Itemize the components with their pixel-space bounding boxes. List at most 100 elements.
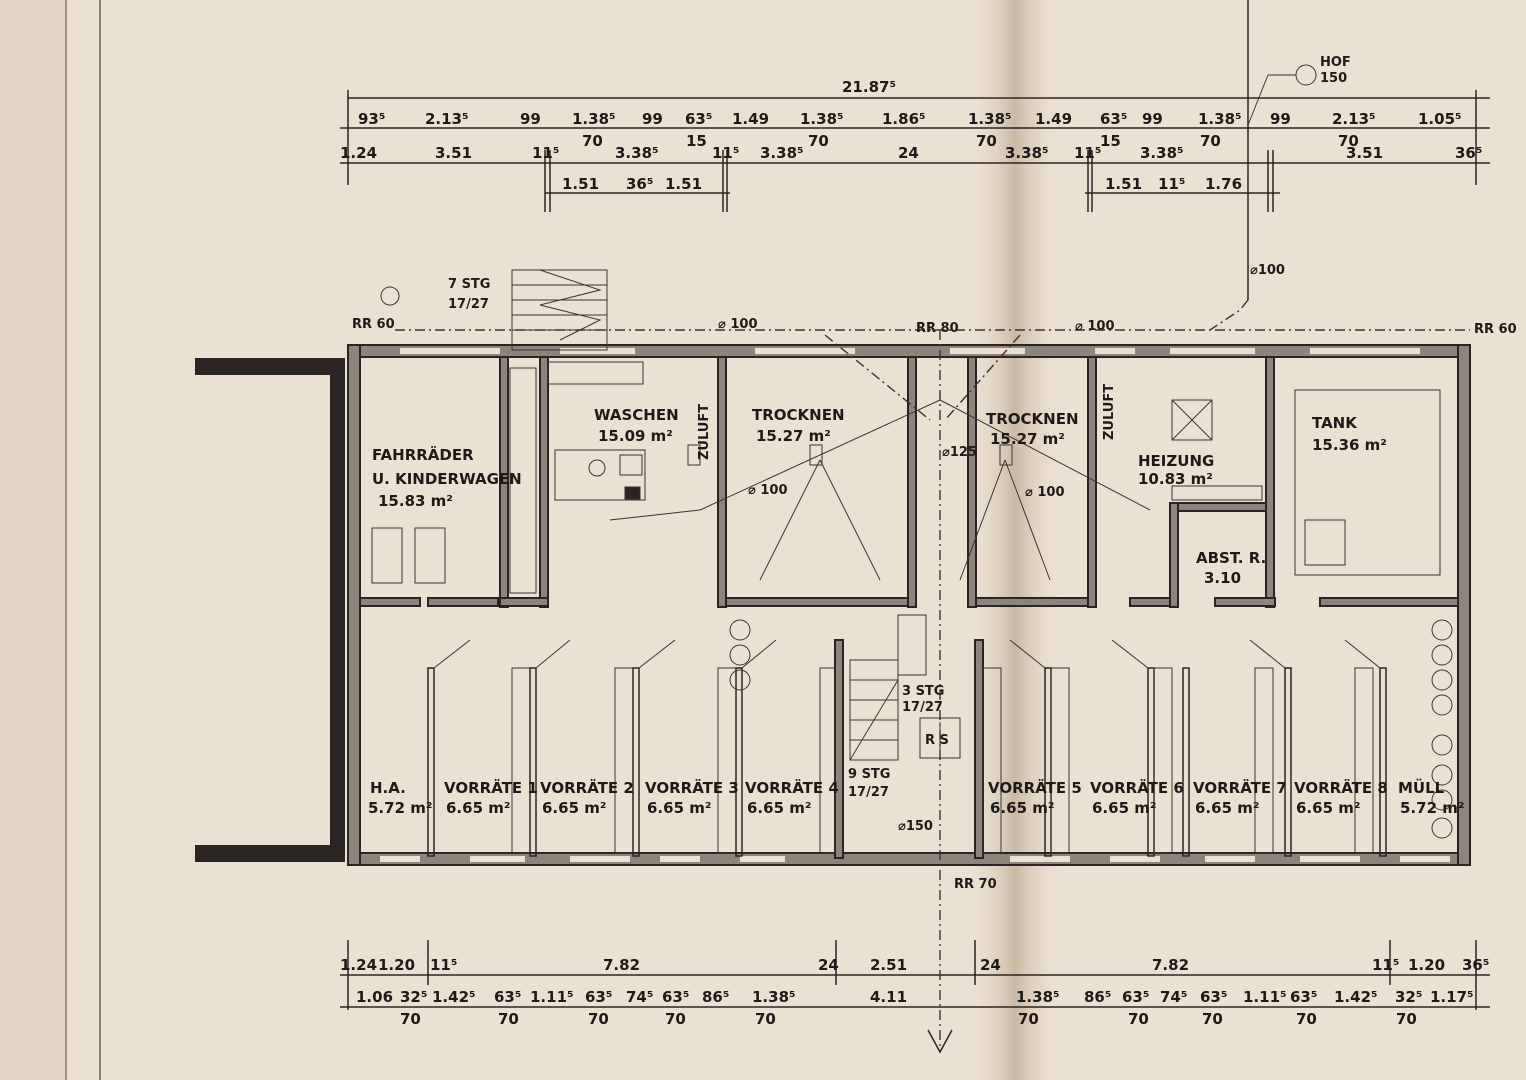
room-name-fahrraeder-2: U. KINDERWAGEN bbox=[372, 470, 522, 488]
stair-low-ratio: 17/27 bbox=[848, 785, 889, 800]
dimension-label: 74⁵ bbox=[1160, 988, 1187, 1006]
dimension-label: 70 bbox=[665, 1010, 686, 1028]
stairs bbox=[511, 269, 961, 761]
dimension-label: 70 bbox=[1396, 1010, 1417, 1028]
dimension-label: 63⁵ bbox=[1122, 988, 1149, 1006]
dimension-label: 63⁵ bbox=[494, 988, 521, 1006]
dimension-label: 70 bbox=[582, 132, 603, 150]
room-area-trocknen-1: 15.27 m² bbox=[756, 427, 831, 445]
dimension-label: 93⁵ bbox=[358, 110, 385, 128]
dimension-label: 11⁵ bbox=[430, 956, 457, 974]
dimension-label: 11⁵ bbox=[1074, 144, 1101, 162]
dimension-label: 86⁵ bbox=[1084, 988, 1111, 1006]
exterior-retaining-wall bbox=[195, 358, 345, 862]
windows bbox=[380, 348, 1450, 862]
dimension-label: 1.38⁵ bbox=[572, 110, 616, 128]
storage-partitions bbox=[427, 639, 1387, 857]
dimension-label: 1.11⁵ bbox=[1243, 988, 1287, 1006]
stair-top-steps: 7 STG bbox=[448, 277, 490, 292]
dimension-label: 70 bbox=[400, 1010, 421, 1028]
dimension-label: 1.42⁵ bbox=[432, 988, 476, 1006]
dimension-label: 36⁵ bbox=[1455, 144, 1482, 162]
room-area-label: 6.65 m² bbox=[747, 799, 811, 817]
pipe-mid: ⌀ 100 bbox=[1075, 319, 1115, 334]
room-area-label: 6.65 m² bbox=[647, 799, 711, 817]
dimension-label: 99 bbox=[1142, 110, 1163, 128]
room-name-label: VORRÄTE 4 bbox=[745, 778, 839, 797]
duct-lines bbox=[395, 299, 1470, 1054]
room-name-label: VORRÄTE 6 bbox=[1090, 778, 1184, 797]
dimension-label: 70 bbox=[498, 1010, 519, 1028]
page-margin bbox=[0, 0, 66, 1080]
hof-label: HOF bbox=[1320, 55, 1351, 70]
dimension-label: 63⁵ bbox=[585, 988, 612, 1006]
dimension-label: 1.86⁵ bbox=[882, 110, 926, 128]
dimension-label: 24 bbox=[898, 144, 919, 162]
dimension-label: 1.49 bbox=[1035, 110, 1072, 128]
zuluft-2: ZULUFT bbox=[1102, 384, 1117, 440]
dimension-label: 1.05⁵ bbox=[1418, 110, 1462, 128]
dimension-label: 36⁵ bbox=[1462, 956, 1489, 974]
dimension-label: 1.38⁵ bbox=[1016, 988, 1060, 1006]
dimension-label: 86⁵ bbox=[702, 988, 729, 1006]
dimension-label: 1.51 bbox=[562, 175, 599, 193]
dimension-label: 2.13⁵ bbox=[1332, 110, 1376, 128]
dimension-label: 1.49 bbox=[732, 110, 769, 128]
room-name-label: VORRÄTE 5 bbox=[988, 778, 1082, 797]
dimension-label: 1.20 bbox=[1408, 956, 1445, 974]
dimension-label: 1.42⁵ bbox=[1334, 988, 1378, 1006]
room-area-label: 6.65 m² bbox=[542, 799, 606, 817]
hof-size: 150 bbox=[1320, 71, 1347, 86]
room-area-trocknen-2: 15.27 m² bbox=[990, 430, 1065, 448]
room-name-label: VORRÄTE 2 bbox=[540, 778, 634, 797]
room-area-label: 5.72 m² bbox=[1400, 799, 1464, 817]
dimension-label: 1.06 bbox=[356, 988, 393, 1006]
room-area-label: 6.65 m² bbox=[990, 799, 1054, 817]
dimension-label: 7.82 bbox=[603, 956, 640, 974]
dimension-label: 70 bbox=[808, 132, 829, 150]
pipe-125: ⌀125 bbox=[942, 445, 977, 460]
dimension-label: 63⁵ bbox=[662, 988, 689, 1006]
dimension-label: 3.38⁵ bbox=[1005, 144, 1049, 162]
dimension-label: 11⁵ bbox=[712, 144, 739, 162]
dimension-label: 63⁵ bbox=[1200, 988, 1227, 1006]
dimension-label: 24 bbox=[818, 956, 839, 974]
dimension-label: 11⁵ bbox=[532, 144, 559, 162]
stair-mid-ratio: 17/27 bbox=[902, 700, 943, 715]
dimension-label: 1.38⁵ bbox=[1198, 110, 1242, 128]
equipment bbox=[371, 64, 1453, 839]
room-area-fahrraeder: 15.83 m² bbox=[378, 492, 453, 510]
total-width: 21.87⁵ bbox=[842, 78, 896, 96]
dimension-label: 3.38⁵ bbox=[615, 144, 659, 162]
pipe-room-1: ⌀ 100 bbox=[748, 483, 788, 498]
dimension-label: 3.38⁵ bbox=[760, 144, 804, 162]
dimension-label: 70 bbox=[1296, 1010, 1317, 1028]
dimension-label: 1.38⁵ bbox=[968, 110, 1012, 128]
room-name-label: VORRÄTE 8 bbox=[1294, 778, 1388, 797]
rr-right: RR 60 bbox=[1474, 322, 1517, 337]
room-name-label: VORRÄTE 7 bbox=[1193, 778, 1287, 797]
dimension-label: 3.51 bbox=[435, 144, 472, 162]
shaft-label: R S bbox=[925, 733, 949, 748]
dimension-label: 15 bbox=[686, 132, 707, 150]
dimension-label: 1.38⁵ bbox=[752, 988, 796, 1006]
room-labels: FAHRRÄDER U. KINDERWAGEN 15.83 m² WASCHE… bbox=[368, 406, 1387, 817]
dimension-label: 1.38⁵ bbox=[800, 110, 844, 128]
page-fold bbox=[970, 0, 1060, 1080]
zuluft-1: ZULUFT bbox=[697, 404, 712, 460]
dimension-label: 70 bbox=[1128, 1010, 1149, 1028]
room-area-label: 6.65 m² bbox=[1195, 799, 1259, 817]
room-name-heizung: HEIZUNG bbox=[1138, 452, 1214, 470]
room-name-tank: TANK bbox=[1312, 414, 1358, 432]
dimension-label: 15 bbox=[1100, 132, 1121, 150]
room-area-waschen: 15.09 m² bbox=[598, 427, 673, 445]
dimension-label: 70 bbox=[588, 1010, 609, 1028]
room-name-waschen: WASCHEN bbox=[594, 406, 679, 424]
dimension-label: 1.17⁵ bbox=[1430, 988, 1474, 1006]
dimension-label: 63⁵ bbox=[1290, 988, 1317, 1006]
room-area-tank: 15.36 m² bbox=[1312, 436, 1387, 454]
dimension-label: 63⁵ bbox=[685, 110, 712, 128]
dimension-label: 11⁵ bbox=[1372, 956, 1399, 974]
